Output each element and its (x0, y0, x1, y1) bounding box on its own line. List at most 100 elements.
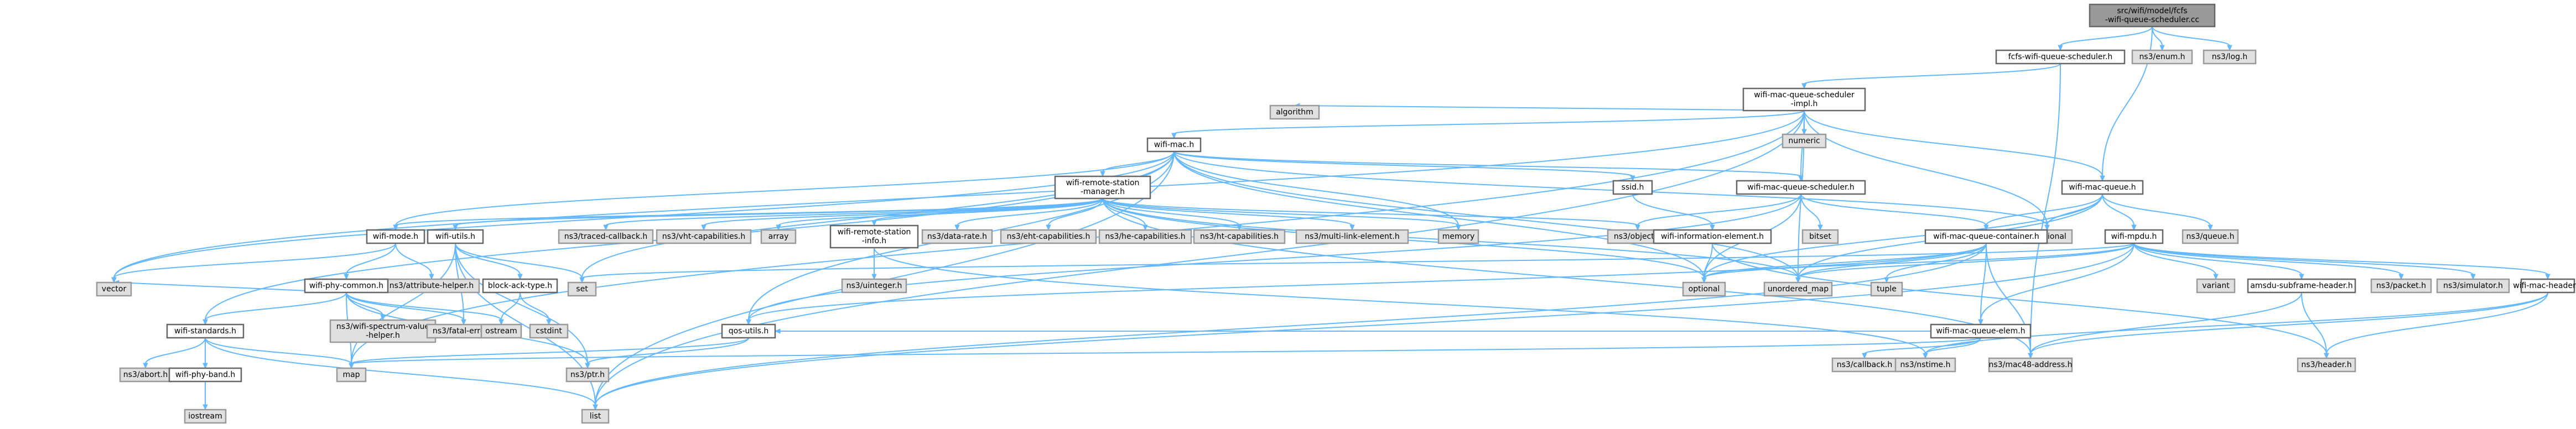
amsdu-subframe-header-h-node[interactable]: amsdu-subframe-header.h (2247, 278, 2356, 294)
ns3-vht-capabilities-h-node: ns3/vht-capabilities.h (656, 229, 752, 244)
node-label: variant (2202, 281, 2230, 290)
wifi-remote-station-info-h-node[interactable]: wifi-remote-station-info.h (829, 224, 919, 249)
wifi-mac-queue-container-h-node[interactable]: wifi-mac-queue-container.h (1924, 229, 2048, 244)
node-label: wifi-remote-station (1066, 179, 1140, 187)
node-label: map (342, 370, 360, 379)
vector-node: vector (96, 281, 132, 297)
wifi-mpdu-h-node[interactable]: wifi-mpdu.h (2104, 229, 2164, 244)
edge-amsdu-subframe-header-h-to-ns3-mac48-address-h (2028, 292, 2302, 359)
root-file-node[interactable]: src/wifi/model/fcfs-wifi-queue-scheduler… (2089, 3, 2216, 28)
ns3-traced-callback-h-node: ns3/traced-callback.h (558, 229, 654, 244)
edge-wifi-mac-queue-scheduler-impl-h-to-functional (1804, 110, 2050, 231)
edge-wifi-remote-station-manager-h-to-wifi-mode-h (393, 198, 1103, 231)
wifi-information-element-h-node[interactable]: wifi-information-element.h (1653, 229, 1772, 244)
edge-wifi-mac-queue-elem-h-to-map (349, 337, 1981, 369)
ns3-abort-h-node: ns3/abort.h (119, 367, 172, 383)
edge-wifi-mac-queue-scheduler-h-to-wifi-mac-queue-container-h (1800, 193, 1989, 231)
node-label: -impl.h (1791, 100, 1818, 108)
edge-wifi-mac-queue-container-h-to-qos-utils-h (746, 243, 1987, 326)
fcfs-wifi-queue-scheduler-h-node[interactable]: fcfs-wifi-queue-scheduler.h (1995, 49, 2126, 65)
node-label: ns3/vht-capabilities.h (662, 232, 745, 241)
wifi-phy-band-h-node[interactable]: wifi-phy-band.h (168, 367, 242, 383)
optional-node: optional (1682, 281, 1726, 297)
edge-wifi-mac-header-h-to-ns3-nstime-h (1923, 292, 2548, 359)
edge-wifi-remote-station-manager-h-to-ns3-data-rate-h (954, 198, 1103, 231)
edge-wifi-mac-queue-elem-h-to-qos-utils-h (774, 328, 1931, 334)
node-label: wifi-information-element.h (1661, 232, 1764, 241)
edge-wifi-mac-h-to-set (579, 151, 1175, 284)
node-label: -helper.h (366, 331, 400, 340)
node-label: ns3/header.h (2301, 360, 2351, 369)
wifi-mac-queue-elem-h-node[interactable]: wifi-mac-queue-elem.h (1930, 323, 2032, 339)
node-label: wifi-standards.h (174, 327, 236, 336)
edges-layer (111, 26, 2551, 411)
wifi-mac-header-h-node[interactable]: wifi-mac-header.h (2513, 278, 2576, 294)
node-label: unordered_map (1768, 285, 1829, 294)
edge-wifi-standards-h-to-ns3-abort-h (143, 337, 206, 369)
node-label: ns3/fatal-error.h (433, 327, 495, 336)
node-label: ns3/multi-link-element.h (1305, 232, 1400, 241)
edge-wifi-mac-queue-elem-h-to-ns3-callback-h (1862, 337, 1981, 359)
node-label: wifi-mac.h (1154, 140, 1194, 149)
node-label: cstdint (536, 327, 562, 336)
memory-node: memory (1437, 229, 1479, 244)
node-label: -manager.h (1081, 187, 1125, 196)
node-label: wifi-utils.h (435, 232, 475, 241)
node-label: wifi-remote-station (838, 228, 911, 237)
ns3-data-rate-h-node: ns3/data-rate.h (921, 229, 993, 244)
edge-wifi-utils-h-to-set (455, 243, 585, 284)
edge-wifi-mpdu-h-to-amsdu-subframe-header-h (2133, 243, 2304, 280)
algorithm-node: algorithm (1269, 104, 1320, 120)
wifi-mac-queue-h-node[interactable]: wifi-mac-queue.h (2061, 180, 2144, 195)
edge-wifi-standards-h-to-wifi-phy-band-h (202, 337, 208, 369)
ostream-node: ostream (480, 323, 522, 339)
ns3-log-h-node: ns3/log.h (2203, 49, 2257, 65)
edge-wifi-remote-station-manager-h-to-memory (1102, 198, 1461, 231)
wifi-remote-station-manager-h-node[interactable]: wifi-remote-station-manager.h (1054, 175, 1151, 200)
ssid-h-node[interactable]: ssid.h (1612, 180, 1653, 195)
edge-fcfs-wifi-queue-scheduler-h-to-wifi-mac-queue-scheduler-impl-h (1801, 63, 2061, 90)
edge-wifi-remote-station-manager-h-to-ns3-mac48-address-h (1102, 198, 2033, 359)
edge-wifi-remote-station-manager-h-to-ns3-vht-capabilities-h (701, 198, 1103, 231)
ns3-enum-h-node: ns3/enum.h (2131, 49, 2193, 65)
edge-wifi-mac-h-to-optional (1173, 151, 1707, 284)
edge-wifi-mac-queue-h-to-wifi-mac-queue-container-h (1983, 193, 2103, 231)
edge-wifi-remote-station-manager-h-to-ns3-multi-link-element-h (1102, 198, 1355, 231)
node-label: ns3/mac48-address.h (1989, 360, 2073, 369)
wifi-standards-h-node[interactable]: wifi-standards.h (166, 323, 245, 339)
node-label: ns3/simulator.h (2443, 281, 2503, 290)
node-label: set (576, 285, 588, 294)
edge-wifi-mpdu-h-to-ns3-simulator-h (2133, 243, 2476, 280)
qos-utils-h-node[interactable]: qos-utils.h (721, 323, 776, 339)
edge-wifi-phy-common-h-to-ns3-wifi-spectrum-value-helper-h (346, 292, 386, 321)
wifi-mode-h-node[interactable]: wifi-mode.h (366, 229, 425, 244)
node-label: ns3/attribute-helper.h (389, 281, 474, 290)
node-label: ns3/he-capabilities.h (1105, 232, 1185, 241)
edge-wifi-utils-h-to-block-ack-type-h (455, 243, 523, 280)
node-label: fcfs-wifi-queue-scheduler.h (2008, 53, 2113, 61)
iostream-node: iostream (184, 409, 227, 424)
ns3-eht-capabilities-h-node: ns3/eht-capabilities.h (1000, 229, 1097, 244)
edge-block-ack-type-h-to-cstdint (520, 292, 552, 326)
block-ack-type-h-node[interactable]: block-ack-type.h (482, 278, 558, 294)
wifi-utils-h-node[interactable]: wifi-utils.h (427, 229, 484, 244)
edge-wifi-mac-h-to-wifi-remote-station-manager-h (1100, 151, 1175, 177)
cstdint-node: cstdint (529, 323, 569, 339)
map-node: map (336, 367, 367, 383)
wifi-mac-queue-scheduler-h-node[interactable]: wifi-mac-queue-scheduler.h (1736, 180, 1866, 195)
wifi-mac-h-node[interactable]: wifi-mac.h (1146, 137, 1202, 153)
wifi-mac-queue-scheduler-impl-h-node[interactable]: wifi-mac-queue-scheduler-impl.h (1742, 87, 1866, 112)
node-label: ns3/ptr.h (570, 370, 605, 379)
list-node: list (581, 409, 610, 424)
node-label: wifi-mac-queue-scheduler (1754, 91, 1855, 100)
node-label: ssid.h (1622, 183, 1644, 192)
edge-wifi-mac-header-h-to-ns3-mac48-address-h (2028, 292, 2548, 359)
edge-wifi-mac-h-to-ssid-h (1173, 151, 1635, 182)
wifi-phy-common-h-node[interactable]: wifi-phy-common.h (304, 278, 389, 294)
node-label: ns3/abort.h (123, 370, 168, 379)
node-label: ns3/object.h (1614, 232, 1661, 241)
edge-wifi-standards-h-to-list (205, 337, 598, 411)
edge-wifi-mpdu-h-to-wifi-mac-header-h (2133, 243, 2551, 280)
node-label: numeric (1788, 137, 1820, 145)
edge-wifi-mac-queue-container-h-to-unordered-map (1795, 243, 1987, 284)
